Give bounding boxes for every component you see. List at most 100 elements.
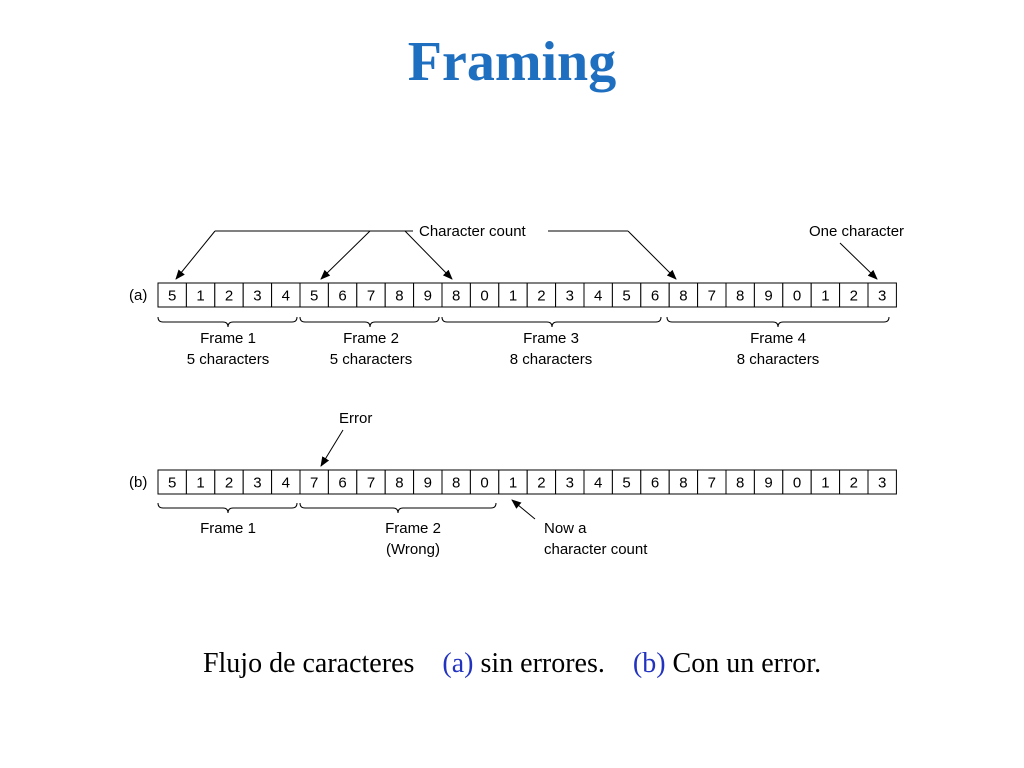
now-a-arrow [511, 499, 536, 520]
row-b-cell-value: 8 [395, 475, 403, 492]
row-a-cell-value: 6 [338, 288, 346, 305]
row-a-cell-value: 2 [850, 288, 858, 305]
row-a-cell [839, 282, 869, 308]
row-b-cell [753, 469, 784, 495]
row-a-cell [498, 282, 528, 308]
row-a-cell [242, 282, 273, 308]
frame-brace [441, 316, 662, 328]
frame-a4-name: Frame 4 [750, 330, 806, 347]
row-a-cell-value: 6 [651, 288, 659, 305]
frame-brace [157, 502, 298, 514]
caption-prefix: Flujo de caracteres [202, 648, 415, 679]
arrow-to-last-char [839, 242, 878, 280]
row-a-cell [668, 282, 699, 308]
row-a-cell-value: 5 [622, 288, 630, 305]
row-b-cell-value: 3 [566, 475, 574, 492]
row-a-cell-value: 0 [793, 288, 801, 305]
row-a-frames: Frame 1 5 characters Frame 2 5 character… [157, 316, 890, 368]
row-b-cell [185, 469, 216, 495]
row-b-cell-value: 2 [537, 475, 545, 492]
frame-b2-size: (Wrong) [386, 541, 440, 558]
row-a-cell-value: 5 [168, 288, 176, 305]
row-b-cell-value: 5 [168, 475, 176, 492]
frame-brace [157, 316, 298, 328]
row-a-cell-value: 8 [452, 288, 460, 305]
row-a-cell [356, 282, 386, 308]
row-b-cell-value: 1 [509, 475, 517, 492]
row-b-cell-value: 4 [282, 475, 290, 492]
row-b-cell [356, 469, 386, 495]
row-a-cell-value: 1 [196, 288, 204, 305]
row-b-cell-value: 9 [764, 475, 772, 492]
row-b-cell-value: 4 [594, 475, 602, 492]
row-a-cell-value: 7 [367, 288, 375, 305]
row-a-cell [271, 282, 301, 308]
row-b-cell [498, 469, 528, 495]
frame-b1-name: Frame 1 [200, 520, 256, 537]
row-a-cell-value: 4 [282, 288, 290, 305]
error-callout: Error [320, 410, 372, 467]
frame-a2-name: Frame 2 [343, 330, 399, 347]
row-a-cell [185, 282, 216, 308]
frame-a4-size: 8 characters [737, 351, 820, 368]
row-a-cell [640, 282, 670, 308]
row-b-cell [640, 469, 670, 495]
row-b-cell [555, 469, 585, 495]
row-a-cell [555, 282, 585, 308]
row-b-cell [583, 469, 613, 495]
row-a-cell [526, 282, 557, 308]
character-count-callout: Character count [175, 223, 677, 280]
row-b-cell [782, 469, 812, 495]
row-a-cell-value: 9 [764, 288, 772, 305]
row-a-cell-value: 7 [708, 288, 716, 305]
row-a-cell-value: 1 [509, 288, 517, 305]
one-character-label: One character [809, 223, 904, 240]
row-b-cell-value: 6 [651, 475, 659, 492]
row-b-cell-value: 3 [878, 475, 886, 492]
row-a-cell [867, 282, 897, 308]
row-a-cell-value: 8 [395, 288, 403, 305]
row-b-cell [867, 469, 897, 495]
row-a-cell-value: 8 [736, 288, 744, 305]
row-b-cell-value: 0 [793, 475, 801, 492]
row-b-cell [469, 469, 500, 495]
row-b-cell-value: 8 [679, 475, 687, 492]
row-b-cell [810, 469, 841, 495]
row-a-cell-value: 2 [537, 288, 545, 305]
row-a-cell-value: 0 [480, 288, 488, 305]
frame-a2-size: 5 characters [330, 351, 413, 368]
error-arrow [320, 429, 344, 467]
row-a-cell-value: 5 [310, 288, 318, 305]
row-a-cell-value: 8 [679, 288, 687, 305]
row-b-cell [668, 469, 699, 495]
arrow-to-frame1 [175, 230, 216, 280]
caption-text-b: Con un error. [672, 648, 822, 679]
arrow-to-frame4 [627, 230, 677, 280]
frame-a1-size: 5 characters [187, 351, 270, 368]
frame-brace [299, 316, 440, 328]
row-b-cell [697, 469, 727, 495]
row-b-cell [839, 469, 869, 495]
caption-tag-b: (b) [632, 648, 666, 679]
row-b-cell-value: 5 [622, 475, 630, 492]
row-b-cell-value: 9 [424, 475, 432, 492]
row-b-cell [271, 469, 301, 495]
row-b-cell [157, 469, 187, 495]
now-a-character-count-callout: Now a character count [511, 499, 648, 558]
caption-text-a: sin errores. [480, 648, 605, 679]
character-count-label: Character count [419, 223, 527, 240]
row-a-cell [697, 282, 727, 308]
row-a-cell-value: 3 [566, 288, 574, 305]
row-b-cell-value: 7 [367, 475, 375, 492]
row-a-cell-value: 4 [594, 288, 602, 305]
row-b-label: (b) [129, 474, 147, 491]
caption-tag-a: (a) [442, 648, 474, 679]
row-b-cell-value: 1 [196, 475, 204, 492]
row-a-cell [299, 282, 329, 308]
row-a-cell-value: 1 [821, 288, 829, 305]
slide-caption: Flujo de caracteres (a) sin errores. (b)… [0, 648, 1024, 680]
row-a-cell-value: 2 [225, 288, 233, 305]
